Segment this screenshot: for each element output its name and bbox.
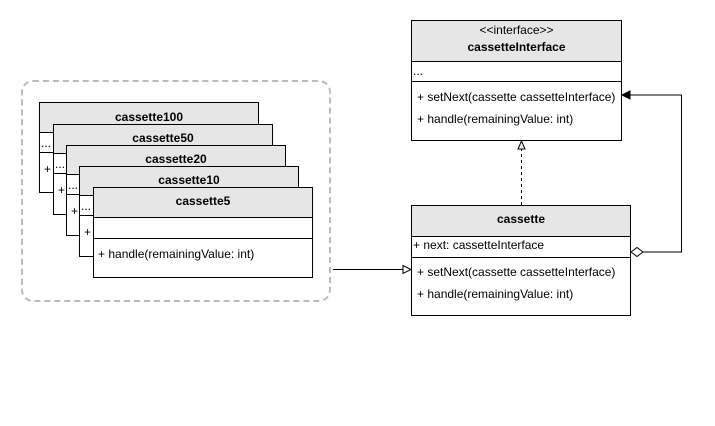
attribute-line: ...	[55, 157, 66, 171]
class-name-cassette: cassette	[412, 206, 630, 237]
association-arrow-icon	[402, 264, 413, 275]
aggregation-arrow-icon	[620, 90, 631, 100]
aggregation-diamond-icon	[630, 246, 644, 258]
class-cassette-interface[interactable]: <<interface>> cassetteInterface ... + se…	[411, 20, 622, 141]
operation-line-handle: + handle(remainingValue: int)	[98, 247, 255, 261]
operation-line-handle: + handle(remainingValue: int)	[417, 287, 574, 301]
attribute-line: ...	[68, 178, 79, 192]
interface-stereotype: <<interface>>	[479, 23, 554, 37]
operation-line-handle: + handle(remainingValue: int)	[417, 112, 574, 126]
class-name-cassette-interface: cassetteInterface	[467, 40, 566, 54]
class-name-cassette5: cassette5	[94, 188, 312, 218]
operation-line-setnext: + setNext(cassette cassetteInterface)	[417, 265, 616, 279]
operation-line-setnext: + setNext(cassette cassetteInterface)	[417, 90, 616, 104]
cassette-group-container	[21, 80, 331, 302]
class-cassette[interactable]: cassette + next: cassetteInterface + set…	[411, 205, 631, 316]
attribute-line: ...	[81, 199, 92, 213]
realization-triangle-icon	[517, 139, 526, 150]
attribute-line: ...	[413, 64, 424, 78]
class-cassette5[interactable]: cassette5 + handle(remainingValue: int)	[93, 187, 313, 278]
attribute-line: ...	[41, 136, 52, 150]
aggregation-line	[630, 94, 682, 253]
attribute-line-next: + next: cassetteInterface	[413, 238, 545, 252]
